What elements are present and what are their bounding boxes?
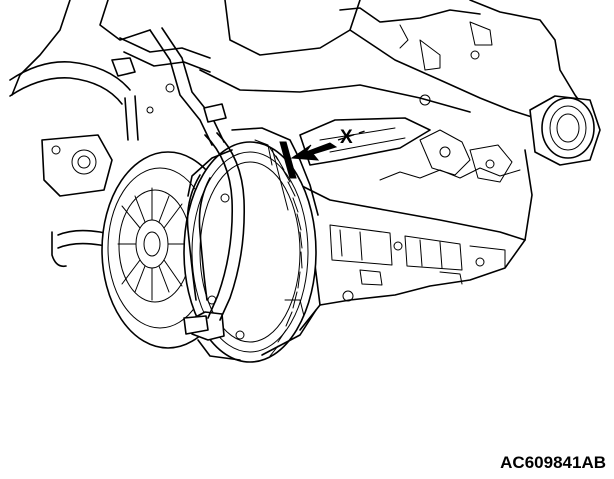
left-bracket-with-bolt xyxy=(41,134,113,197)
right-cylindrical-boss xyxy=(529,95,601,166)
callout-label-x: X xyxy=(340,127,353,148)
callout-arrow xyxy=(290,129,369,161)
lower-block-casing xyxy=(299,129,533,331)
hose-and-harness xyxy=(9,27,227,268)
mounting-bracket xyxy=(299,117,431,166)
flywheel-housing xyxy=(231,127,319,356)
figure-code: AC609841AB xyxy=(500,453,606,472)
engine-block-upper xyxy=(11,0,587,119)
flywheel-ring-gear xyxy=(183,132,317,363)
timing-mark xyxy=(271,141,297,211)
